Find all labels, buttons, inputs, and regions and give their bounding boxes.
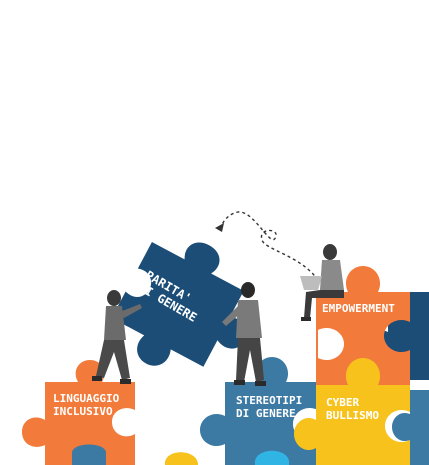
puzzle-notch-white	[318, 327, 344, 361]
puzzle-piece-cyber	[294, 358, 410, 465]
puzzle-piece-linguaggio	[22, 360, 135, 465]
label-linguaggio-line1: LINGUAGGIO	[53, 392, 120, 405]
label-empowerment: EMPOWERMENT	[322, 302, 395, 315]
figure-woman-laptop	[300, 244, 344, 321]
label-stereotipi-line1: STEREOTIPI	[236, 394, 303, 407]
dashed-arrow	[219, 211, 319, 281]
puzzle-piece-parita	[111, 242, 247, 367]
puzzle-piece-blue-small	[72, 444, 106, 465]
label-empowerment-line1: EMPOWERMENT	[322, 302, 395, 315]
label-stereotipi-di-genere: STEREOTIPI DI GENERE	[236, 394, 302, 420]
puzzle-piece-yellow-cap	[164, 452, 198, 465]
figure-man-middle	[222, 282, 266, 386]
puzzle-piece-steel-right	[392, 390, 429, 465]
label-cyber-bullismo: CYBER BULLISMO	[326, 396, 379, 422]
label-linguaggio-inclusivo: LINGUAGGIO INCLUSIVO	[53, 392, 119, 418]
puzzle-piece-cyan-cap	[254, 450, 290, 465]
figure-woman-left	[92, 290, 142, 384]
label-stereotipi-line2: DI GENERE	[236, 407, 296, 420]
label-linguaggio-line2: INCLUSIVO	[53, 405, 113, 418]
puzzle-piece-stereotipi	[200, 357, 318, 465]
label-cyber-line2: BULLISMO	[326, 409, 379, 422]
label-cyber-line1: CYBER	[326, 396, 360, 409]
arrow-head	[215, 223, 224, 232]
